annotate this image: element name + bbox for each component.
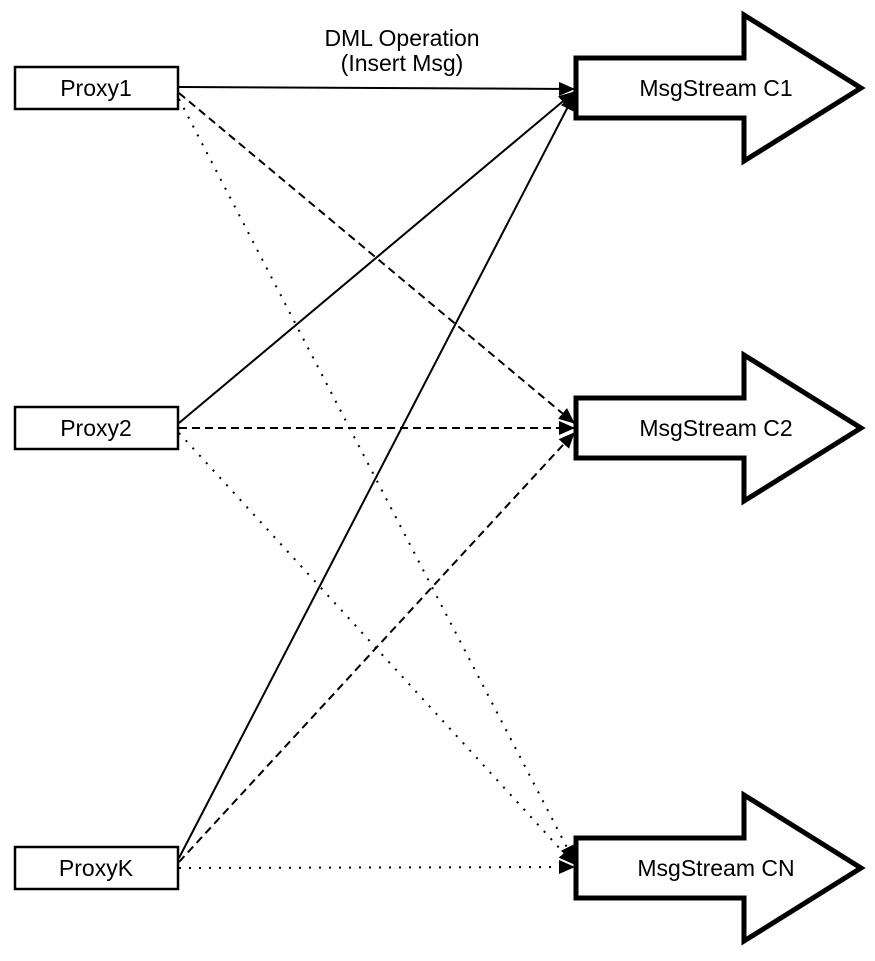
edge-proxyk-c1 [178, 94, 575, 859]
node-msgstream-c2-arrow [573, 350, 866, 506]
node-proxyk-box [13, 845, 180, 891]
edge-proxy1-cn [178, 98, 575, 862]
edge-proxyk-c2 [178, 432, 575, 863]
node-msgstream-c2-label: MsgStream C2 [639, 415, 792, 441]
edge-proxy1-c2 [178, 92, 575, 424]
dml-operation-label-line2: (Insert Msg) [341, 50, 464, 76]
edge-proxyk-cn [178, 860, 575, 875]
node-proxy1-label: Proxy1 [60, 75, 132, 101]
edge-proxy2-c1 [178, 91, 575, 424]
edge-proxy1-c1 [178, 81, 575, 96]
node-msgstream-cn-arrow [573, 790, 866, 946]
edge-group [178, 81, 575, 875]
proxy-nodes [13, 65, 180, 891]
node-proxy2-label: Proxy2 [60, 415, 132, 441]
msgstream-nodes [573, 10, 866, 946]
node-proxyk-label: ProxyK [59, 855, 134, 881]
node-proxy2-box [13, 405, 180, 451]
node-msgstream-c1-arrow [573, 10, 866, 166]
node-proxy1-box [13, 65, 180, 111]
node-msgstream-cn-label: MsgStream CN [637, 855, 794, 881]
dml-operation-label-line1: DML Operation [324, 25, 479, 51]
labels: DML Operation (Insert Msg) Proxy1 Proxy2… [59, 25, 795, 881]
node-msgstream-c1-label: MsgStream C1 [639, 75, 792, 101]
